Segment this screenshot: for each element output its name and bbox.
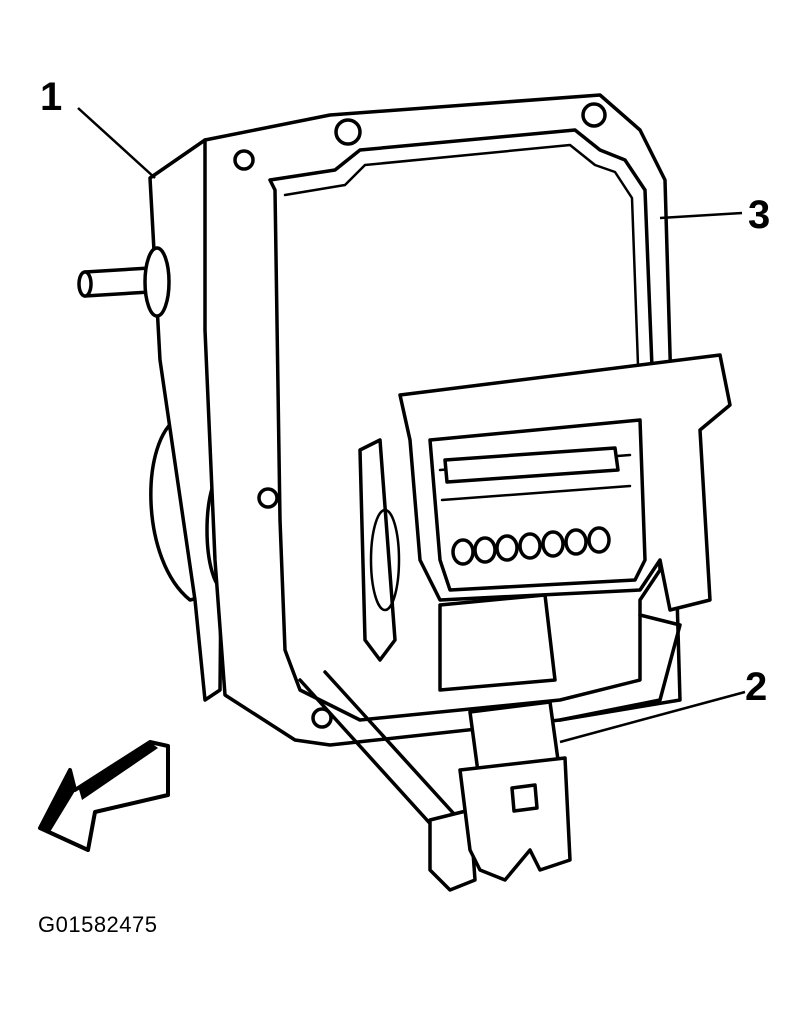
connector-block (358, 353, 732, 692)
callout-3: 3 (748, 193, 770, 237)
leader-lines (77, 107, 746, 744)
leader-line-2 (559, 690, 746, 744)
leader-line-1 (77, 107, 156, 179)
connector-pins (451, 526, 611, 566)
mount-hole (257, 487, 279, 509)
callout-2: 2 (745, 665, 767, 709)
mount-hole (334, 118, 362, 146)
mount-hole (233, 149, 255, 171)
callout-1: 1 (40, 75, 62, 119)
leader-line-3 (659, 211, 743, 220)
mount-hole (311, 707, 333, 729)
wire-harness (298, 613, 682, 892)
figure-id: G01582475 (38, 912, 158, 937)
harness-plug (458, 700, 572, 882)
front-arrow-icon (38, 740, 170, 852)
mount-hole (581, 102, 607, 128)
